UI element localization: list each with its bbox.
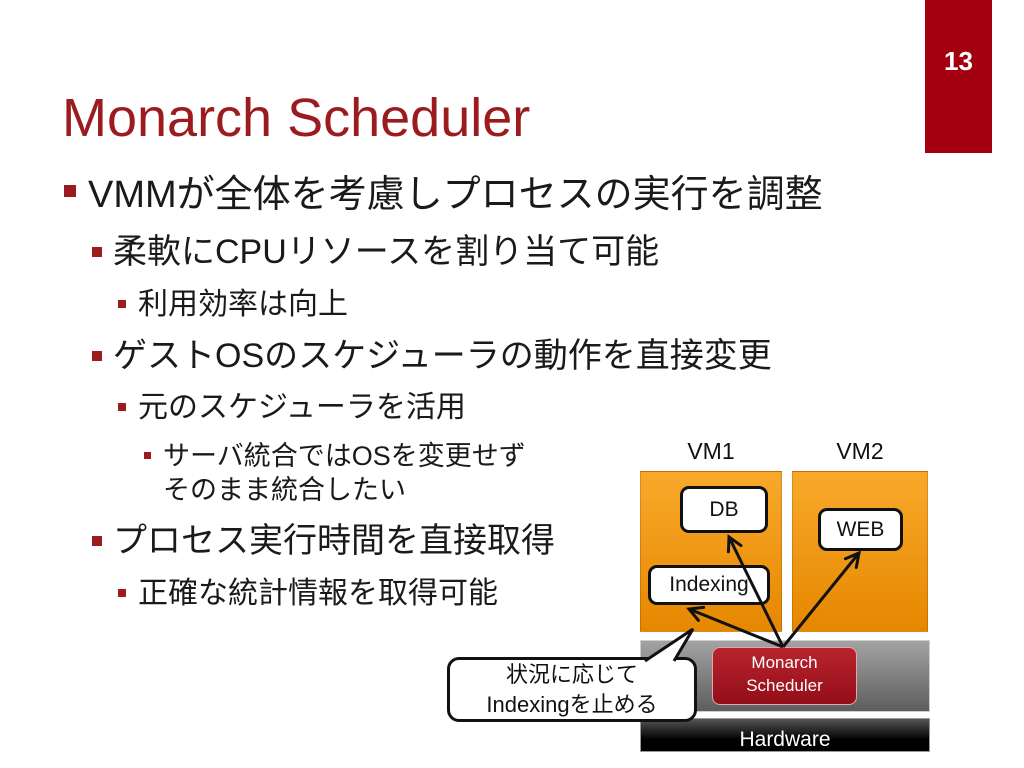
bullet-marker [118, 589, 126, 597]
bullet-text: 正確な統計情報を取得可能 [138, 577, 498, 610]
callout-text-line: 状況に応じて [505, 662, 638, 687]
bullet-text: ゲストOSのスケジューラの動作を直接変更 [113, 337, 772, 375]
hypervisor-layer [640, 640, 930, 712]
bullet-marker [144, 452, 151, 459]
bullet-marker [118, 300, 126, 308]
vm2-label: VM2 [836, 438, 884, 464]
bullet-marker [92, 247, 102, 257]
arrow-to-db [726, 534, 785, 648]
process-db: DB [680, 486, 768, 533]
monarch-scheduler-box: Monarch Scheduler [712, 647, 857, 705]
callout-bubble: 状況に応じて Indexingを止める [447, 657, 697, 722]
bullet-text-line: そのまま統合したい [163, 475, 406, 505]
callout-text-line: Indexingを止める [486, 692, 658, 717]
slide-title: Monarch Scheduler [62, 88, 531, 148]
bullet-direct-guest-scheduler-change: ゲストOSのスケジューラの動作を直接変更 [92, 335, 772, 377]
bullet-text: プロセス実行時間を直接取得 [113, 522, 555, 560]
callout-tail-outline [644, 627, 695, 663]
page-number-badge: 13 [925, 0, 992, 153]
bullet-text: VMMが全体を考慮しプロセスの実行を調整 [88, 174, 823, 216]
bullet-marker [64, 185, 76, 197]
bullet-accurate-statistics: 正確な統計情報を取得可能 [118, 576, 498, 612]
bullet-marker [118, 403, 126, 411]
vm1-label: VM1 [687, 438, 735, 464]
process-indexing: Indexing [648, 565, 770, 605]
scheduler-label-line: Monarch [751, 653, 818, 672]
bullet-flexible-cpu-allocation: 柔軟にCPUリソースを割り当て可能 [92, 231, 660, 273]
vm2-box [792, 471, 928, 632]
hardware-layer: Hardware [640, 718, 930, 752]
bullet-text: 柔軟にCPUリソースを割り当て可能 [113, 233, 660, 271]
bullet-vmm-global-scheduling: VMMが全体を考慮しプロセスの実行を調整 [64, 172, 823, 218]
bullet-server-consolidation: サーバ統合ではOSを変更せず そのまま統合したい [144, 439, 526, 507]
bullet-text: 利用効率は向上 [138, 288, 348, 321]
bullet-reuse-original-scheduler: 元のスケジューラを活用 [118, 390, 466, 426]
arrow-to-web [781, 550, 861, 648]
callout-tail-fill [645, 629, 693, 661]
bullet-utilization-improved: 利用効率は向上 [118, 287, 348, 323]
process-web: WEB [818, 508, 903, 551]
bullet-text-line: サーバ統合ではOSを変更せず [163, 441, 526, 471]
bullet-direct-exec-time: プロセス実行時間を直接取得 [92, 520, 555, 562]
scheduler-label-line: Scheduler [746, 676, 823, 695]
bullet-marker [92, 351, 102, 361]
page-number: 13 [944, 46, 973, 76]
bullet-text: 元のスケジューラを活用 [138, 391, 466, 424]
vm1-box [640, 471, 782, 632]
bullet-marker [92, 536, 102, 546]
arrow-to-indexing [686, 605, 784, 649]
